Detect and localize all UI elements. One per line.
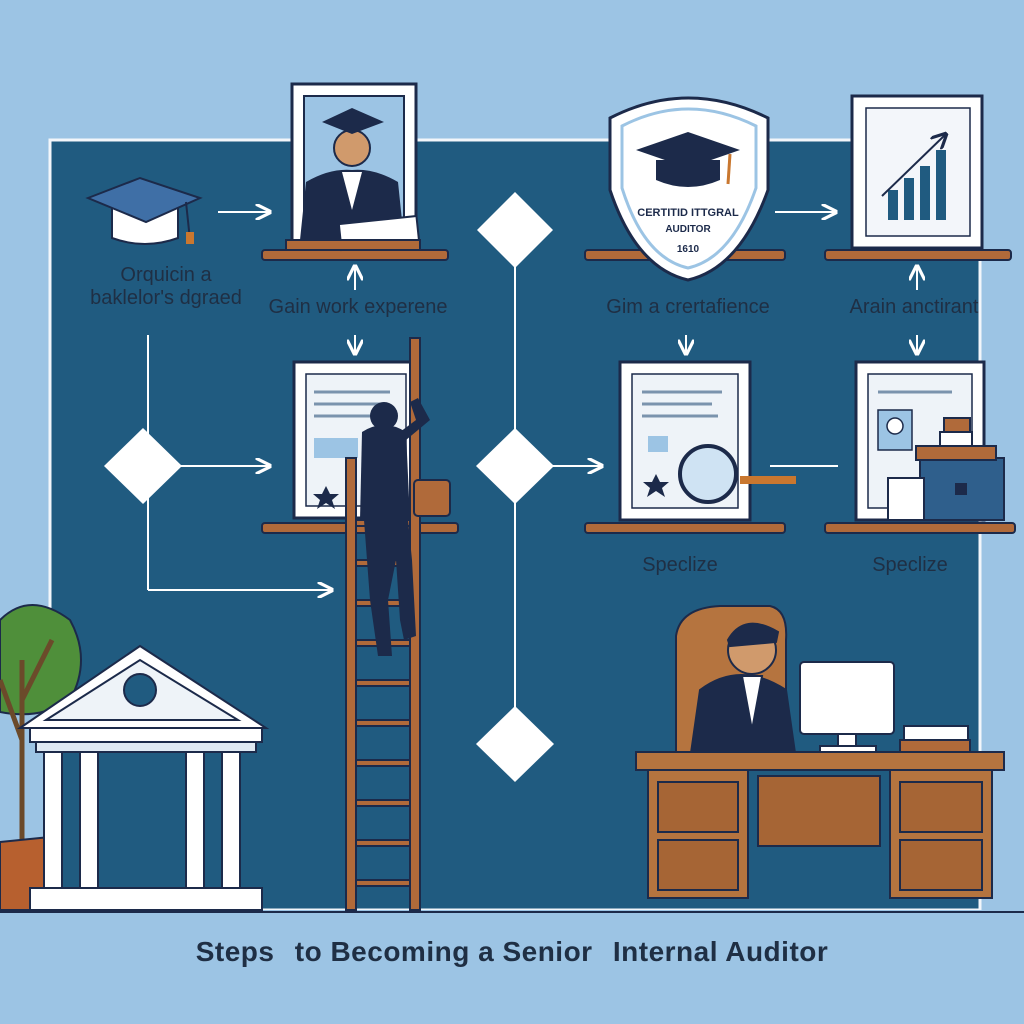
step-connectors bbox=[355, 266, 917, 354]
office-desk-icon bbox=[635, 605, 1005, 899]
decision-diamond bbox=[476, 706, 554, 782]
books-icon bbox=[887, 417, 1005, 521]
step-4-label: Arain anctirant bbox=[849, 296, 979, 318]
certification-badge-icon bbox=[608, 96, 770, 282]
step-6-label: Speclize bbox=[872, 554, 948, 576]
badge-text-line: 1610 bbox=[677, 244, 700, 255]
title-part: Steps bbox=[195, 936, 275, 967]
computer-monitor-icon bbox=[799, 661, 895, 753]
document-icon bbox=[618, 360, 752, 522]
step-2-label: Gain work experene bbox=[268, 296, 448, 318]
title-part: to Becoming a Senior bbox=[294, 936, 593, 967]
decision-diamond bbox=[104, 428, 182, 504]
growth-chart-icon bbox=[850, 94, 984, 250]
title-part: Internal Auditor bbox=[612, 936, 829, 967]
step-5-label: Speclize bbox=[642, 554, 718, 576]
magnifier-icon bbox=[678, 444, 796, 504]
step-1-label-line: baklelor's dgraed bbox=[90, 287, 242, 309]
graduation-cap-icon bbox=[85, 176, 203, 245]
step-1-label-line: Orquicin a bbox=[120, 264, 212, 286]
step-1-label: Orquicin a baklelor's dgraed bbox=[90, 264, 242, 310]
decision-diamond bbox=[477, 192, 553, 268]
bank-building-icon bbox=[16, 644, 270, 911]
decision-diamonds bbox=[104, 192, 554, 782]
diagram-title: Steps to Becoming a Senior Internal Audi… bbox=[0, 936, 1024, 968]
badge-text-line: CERTITID ITTGRAL bbox=[637, 207, 739, 219]
graduate-portrait-icon bbox=[285, 82, 421, 252]
climbing-person-icon bbox=[360, 398, 451, 656]
step-3-label: Gim a crertafience bbox=[606, 296, 770, 318]
decision-diamond bbox=[476, 428, 554, 504]
badge-text-line: AUDITOR bbox=[665, 224, 711, 235]
